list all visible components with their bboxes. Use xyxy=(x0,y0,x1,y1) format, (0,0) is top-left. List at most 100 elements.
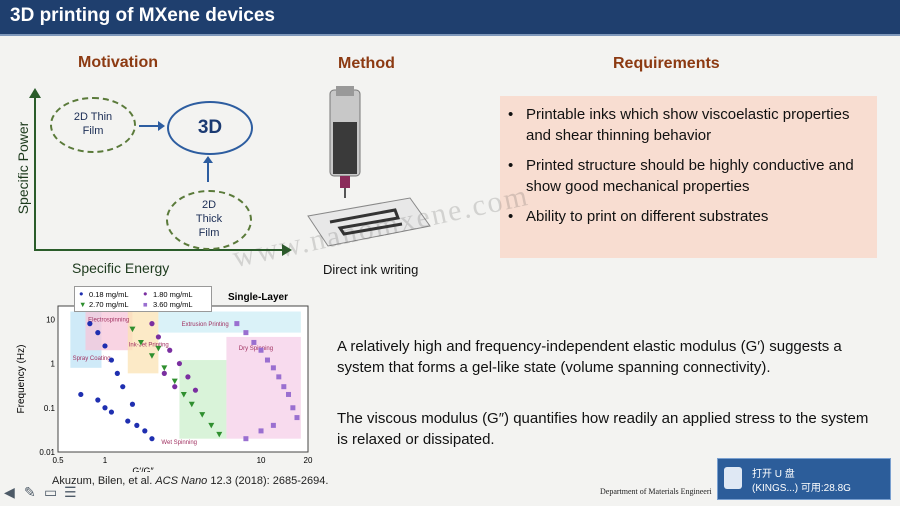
method-caption: Direct ink writing xyxy=(323,262,419,277)
slides-icon[interactable]: ▭ xyxy=(44,484,58,500)
data-point-series-1 xyxy=(180,391,187,398)
windows-usb-popup[interactable]: 打开 U 盘 (KINGS...) 可用:28.8G xyxy=(717,458,891,500)
data-point-series-1 xyxy=(155,345,162,352)
data-point-series-0 xyxy=(125,418,131,424)
requirement-item: Printed structure should be highly condu… xyxy=(508,155,877,197)
legend-marker-0: ● xyxy=(79,289,84,298)
data-point-series-3 xyxy=(258,428,264,434)
chart-region-label: Ink-Jet Printing xyxy=(129,343,169,349)
data-point-series-2 xyxy=(155,334,162,340)
data-point-series-3 xyxy=(264,357,270,363)
requirement-item: Ability to print on different substrates xyxy=(508,206,877,227)
data-point-series-0 xyxy=(78,391,84,398)
data-point-series-2 xyxy=(167,347,173,353)
chart-title: Single-Layer xyxy=(228,292,288,303)
chart-x-label: G′/G″ xyxy=(132,466,154,472)
requirements-heading: Requirements xyxy=(613,55,720,72)
data-point-series-0 xyxy=(114,370,120,376)
y-tick-label: 1 xyxy=(51,360,56,369)
thick-film-ellipse: 2D Thick Film xyxy=(166,190,252,250)
data-point-series-0 xyxy=(102,343,108,349)
footer-department: Department of Materials Engineeri xyxy=(600,487,712,496)
data-point-series-0 xyxy=(129,401,136,407)
paragraph-elastic-modulus: A relatively high and frequency-independ… xyxy=(337,338,842,376)
data-point-series-3 xyxy=(234,321,240,327)
data-point-series-3 xyxy=(258,347,264,353)
popup-line-2: (KINGS...) 可用:28.8G xyxy=(752,483,851,494)
arrow-up-icon xyxy=(203,156,213,182)
data-point-series-0 xyxy=(95,330,101,336)
data-point-series-3 xyxy=(281,384,287,390)
y-tick-label: 10 xyxy=(46,315,55,324)
legend-label-1: 2.70 mg/mL xyxy=(89,300,129,309)
menu-icon[interactable]: ☰ xyxy=(64,484,77,500)
x-axis-arrow-icon xyxy=(282,244,292,256)
data-point-series-2 xyxy=(176,360,183,367)
data-point-series-2 xyxy=(161,370,167,376)
syringe-illustration xyxy=(307,86,431,247)
three-d-ellipse: 3D xyxy=(167,101,253,155)
data-point-series-1 xyxy=(171,378,178,385)
slide-title: 3D printing of MXene devices xyxy=(10,5,275,26)
usb-drive-icon xyxy=(724,467,742,489)
pen-icon[interactable]: ✎ xyxy=(24,484,36,500)
data-point-series-1 xyxy=(129,326,136,333)
y-axis-arrow-icon xyxy=(29,88,41,98)
data-point-series-1 xyxy=(161,365,168,371)
motivation-heading: Motivation xyxy=(78,54,158,71)
requirements-box: Printable inks which show viscoelastic p… xyxy=(500,96,877,258)
arrow-right-icon xyxy=(139,121,165,131)
data-point-series-3 xyxy=(276,374,282,380)
citation-details: 12.3 (2018): 2685-2694. xyxy=(207,475,329,487)
data-point-series-0 xyxy=(142,428,148,434)
citation-authors: Akuzum, Bilen, et al. xyxy=(52,475,156,487)
data-point-series-2 xyxy=(185,374,191,380)
data-point-series-3 xyxy=(243,330,249,336)
x-tick-label: 20 xyxy=(304,456,313,465)
citation: Akuzum, Bilen, et al. ACS Nano 12.3 (201… xyxy=(52,475,328,487)
citation-journal: ACS Nano xyxy=(155,475,208,487)
legend-label-2: 1.80 mg/mL xyxy=(153,290,193,299)
data-point-series-1 xyxy=(199,412,206,418)
motivation-x-label: Specific Energy xyxy=(72,260,170,276)
legend-label-3: 3.60 mg/mL xyxy=(153,300,193,309)
paragraph-viscous-modulus: The viscous modulus (G″) quantifies how … xyxy=(337,410,869,448)
data-point-series-0 xyxy=(108,357,115,363)
popup-line-1: 打开 U 盘 xyxy=(752,469,795,480)
back-arrow-icon[interactable]: ◀ xyxy=(4,484,15,500)
chart-legend: ● 0.18 mg/mL ▼ 2.70 mg/mL ● 1.80 mg/mL ■… xyxy=(74,286,212,312)
chart-region-3 xyxy=(158,311,301,333)
data-point-series-0 xyxy=(102,405,108,411)
y-tick-label: 0.1 xyxy=(44,404,56,413)
data-point-series-2 xyxy=(172,384,178,390)
data-point-series-2 xyxy=(149,321,155,327)
data-point-series-1 xyxy=(148,353,155,359)
syringe-ink xyxy=(333,122,357,174)
motivation-x-axis xyxy=(34,249,284,251)
chart-region-label: Dry Spinning xyxy=(239,346,273,352)
legend-marker-2: ● xyxy=(143,289,148,298)
data-point-series-2 xyxy=(192,387,199,393)
x-tick-label: 0.5 xyxy=(52,456,64,465)
data-point-series-0 xyxy=(95,397,101,403)
data-point-series-1 xyxy=(216,431,223,438)
thin-film-ellipse: 2D Thin Film xyxy=(50,97,136,153)
syringe-tip xyxy=(340,176,350,188)
data-point-series-3 xyxy=(286,391,292,397)
data-point-series-3 xyxy=(290,405,296,411)
data-point-series-3 xyxy=(270,365,276,371)
slide-title-bar: 3D printing of MXene devices xyxy=(0,0,900,36)
legend-label-0: 0.18 mg/mL xyxy=(89,290,129,299)
chart-region-label: Wet Spinning xyxy=(161,440,197,446)
data-point-series-3 xyxy=(243,436,249,442)
data-point-series-1 xyxy=(137,339,144,346)
printed-pattern xyxy=(329,208,403,236)
data-point-series-0 xyxy=(134,422,140,428)
x-tick-label: 10 xyxy=(257,456,266,465)
chart-region-label: Extrusion Printing xyxy=(182,322,229,328)
chart-region-label: Spray Coating xyxy=(73,356,111,362)
chart-region-5 xyxy=(179,360,227,439)
data-point-series-3 xyxy=(251,339,257,345)
data-point-series-0 xyxy=(149,436,155,442)
